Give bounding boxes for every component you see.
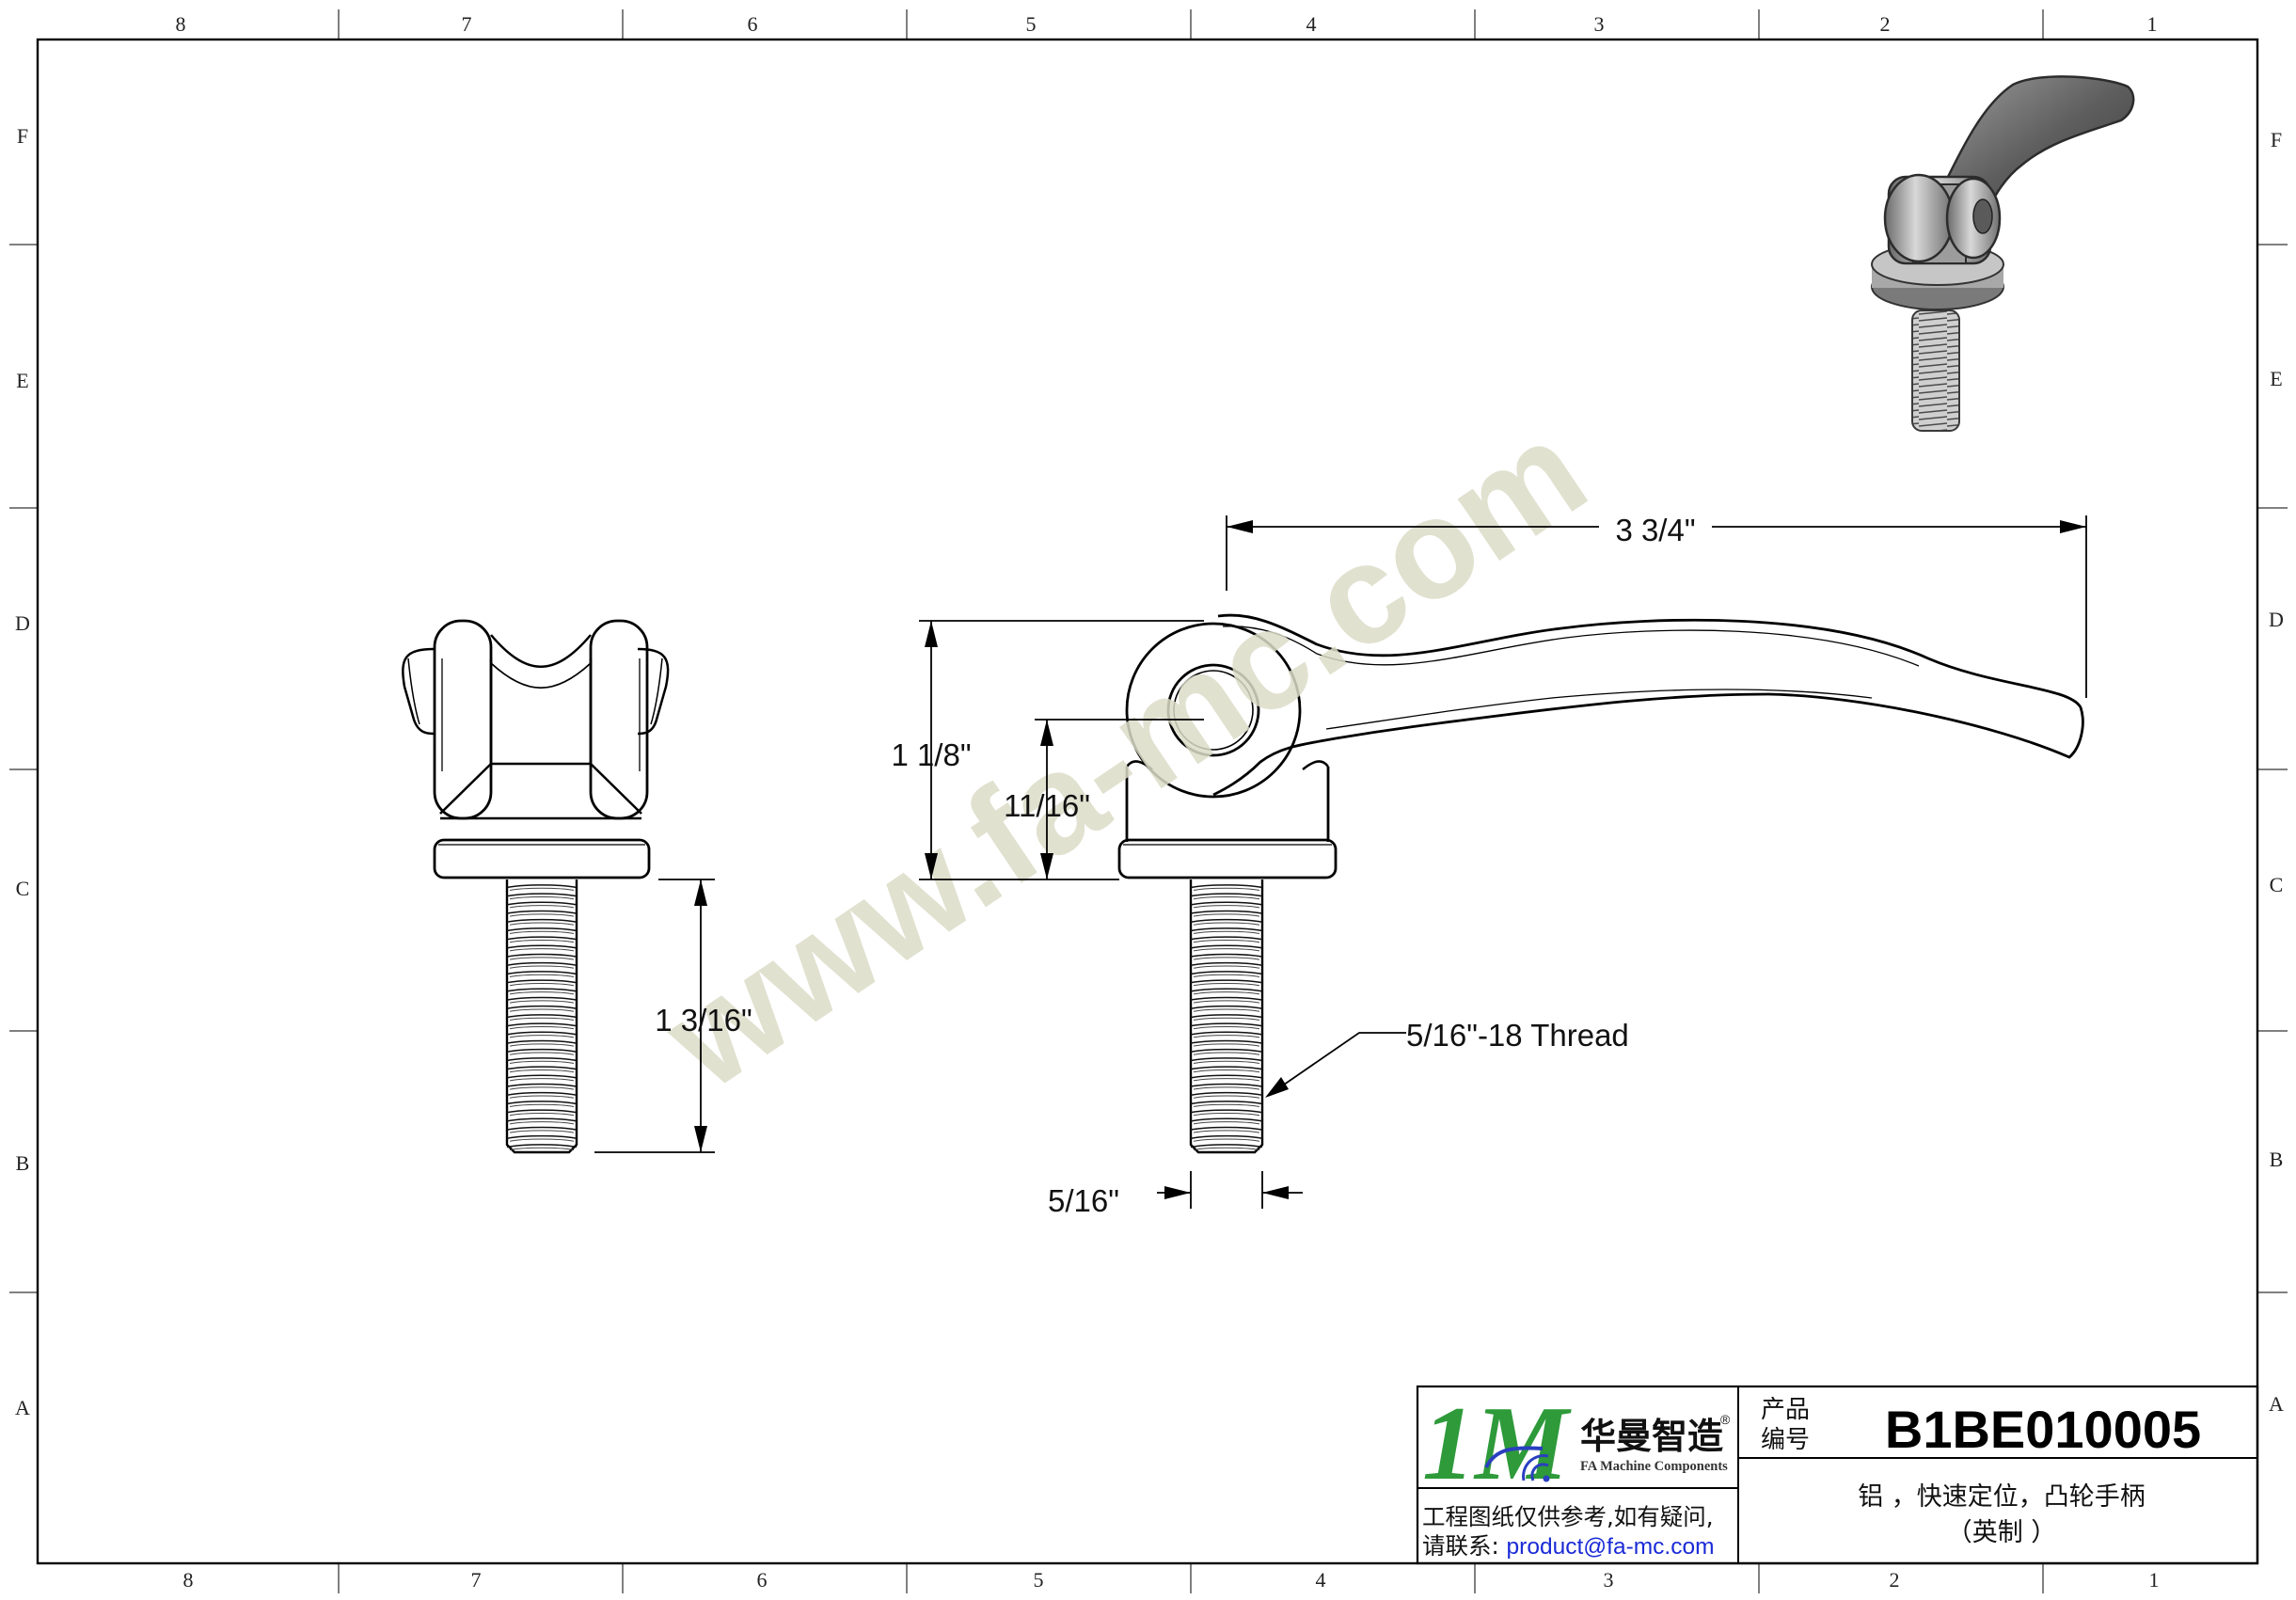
zone-row-label: F	[17, 124, 28, 148]
zone-row-label: D	[2269, 608, 2284, 631]
logo-mark: 1M	[1422, 1386, 1572, 1502]
zone-col-label: 4	[1306, 12, 1317, 36]
zone-col-label: 2	[1890, 1568, 1900, 1592]
zone-row-label: A	[15, 1396, 30, 1419]
front-threaded-stud	[505, 879, 578, 1154]
dimension-arrowheads	[694, 520, 2086, 1199]
product-description-sub: （英制 ）	[1947, 1518, 2057, 1547]
isometric-view	[1871, 75, 2135, 432]
zone-row-label: A	[2269, 1392, 2284, 1416]
zone-col-label: 5	[1026, 12, 1037, 36]
note-line-2: 请联系: product@fa-mc.com	[1422, 1532, 1714, 1560]
dim-overall-length: 3 3/4"	[1615, 513, 1695, 547]
zone-col-label: 2	[1880, 12, 1891, 36]
zone-row-label: D	[15, 611, 30, 635]
contact-email[interactable]: product@fa-mc.com	[1507, 1534, 1715, 1560]
title-block: 1M 华曼智造 ® FA Machine Components 工程图纸仅供参考…	[1416, 1385, 2259, 1565]
watermark: www.fa-mc.com	[637, 390, 1612, 1119]
product-no-label: 编号	[1761, 1426, 1810, 1454]
registered-mark: ®	[1720, 1412, 1731, 1427]
zone-row-label: B	[16, 1151, 30, 1175]
zone-col-label: 6	[757, 1568, 768, 1592]
dim-thread-callout: 5/16"-18 Thread	[1406, 1018, 1629, 1053]
company-logo: 1M 华曼智造 ® FA Machine Components	[1422, 1386, 1731, 1502]
zone-labels-left: F E D C B A	[15, 124, 30, 1419]
zone-col-label: 8	[183, 1568, 194, 1592]
front-view	[402, 619, 670, 1154]
zone-col-label: 5	[1034, 1568, 1044, 1592]
note-line-1: 工程图纸仅供参考,如有疑问,	[1422, 1503, 1714, 1530]
dim-overall-height: 1 1/8"	[891, 737, 971, 772]
company-name-cn: 华曼智造	[1580, 1416, 1723, 1457]
zone-row-label: C	[16, 877, 30, 900]
product-description: 铝 ，快速定位，凸轮手柄	[1858, 1482, 2146, 1512]
zone-col-label: 7	[471, 1568, 482, 1592]
zone-col-label: 8	[176, 12, 186, 36]
dim-thread-diameter: 5/16"	[1048, 1183, 1119, 1218]
zone-col-label: 3	[1604, 1568, 1614, 1592]
zone-row-label: E	[2270, 367, 2282, 390]
product-no-label: 产品	[1761, 1396, 1810, 1424]
zone-col-label: 1	[2147, 12, 2158, 36]
dimension-texts: 3 3/4" 1 1/8" 11/16" 1 3/16" 5/16"-18 Th…	[655, 503, 1712, 1218]
side-threaded-stud	[1189, 879, 1264, 1154]
company-name-en: FA Machine Components	[1580, 1459, 1728, 1474]
zone-col-label: 7	[462, 12, 472, 36]
dim-stud-length: 1 3/16"	[655, 1003, 752, 1038]
zone-row-label: F	[2271, 128, 2282, 151]
product-number: B1BE010005	[1885, 1400, 2201, 1459]
note-line-2-prefix: 请联系:	[1422, 1532, 1507, 1560]
zone-col-label: 1	[2149, 1568, 2160, 1592]
zone-labels-bottom: 8 7 6 5 4 3 2 1	[183, 1568, 2160, 1592]
zone-labels-top: 8 7 6 5 4 3 2 1	[176, 12, 2158, 36]
zone-labels-right: F E D C B A	[2269, 128, 2284, 1416]
zone-col-label: 6	[748, 12, 758, 36]
zone-col-label: 3	[1594, 12, 1605, 36]
zone-row-label: E	[16, 369, 28, 392]
zone-col-label: 4	[1316, 1568, 1326, 1592]
side-view	[1117, 613, 2084, 1154]
zone-row-label: B	[2270, 1148, 2284, 1171]
sheet-border	[9, 9, 2288, 1593]
dim-pivot-height: 11/16"	[1004, 788, 1090, 823]
zone-row-label: C	[2270, 873, 2284, 896]
